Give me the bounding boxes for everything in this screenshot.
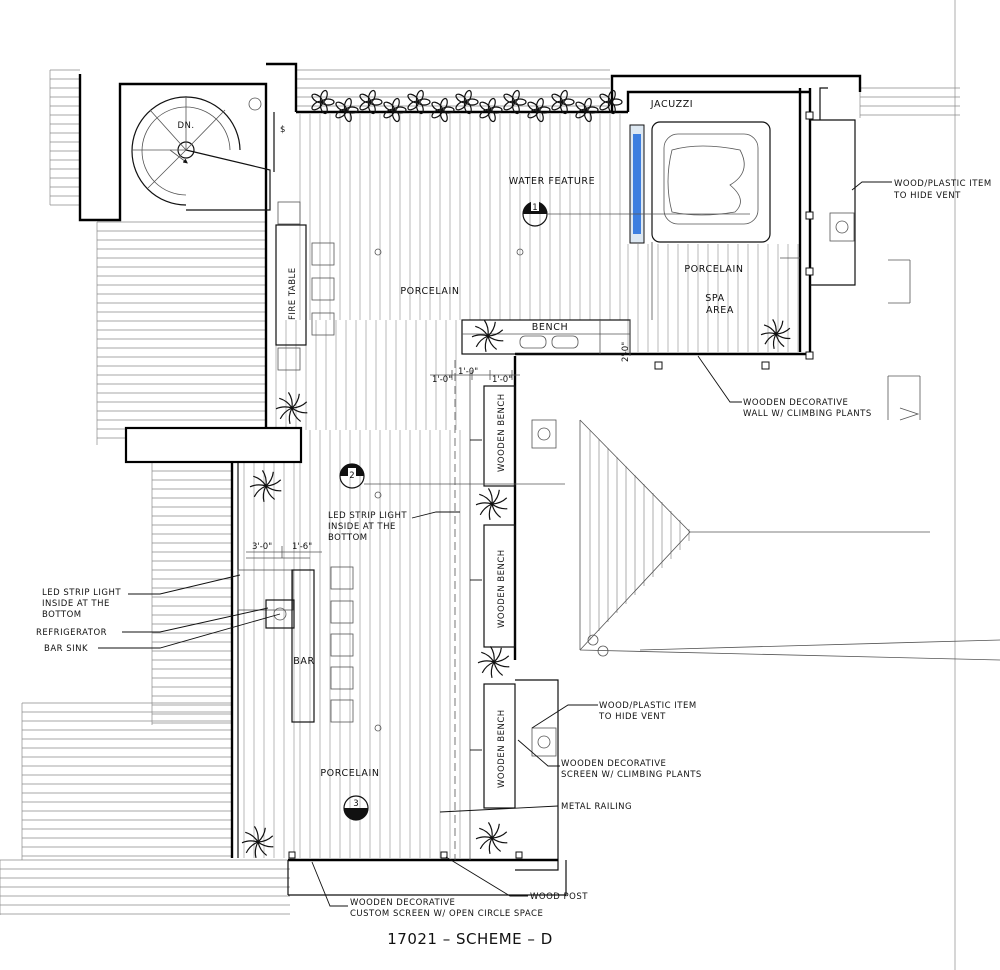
callout-screen-1: WOODEN DECORATIVE bbox=[561, 759, 666, 769]
jacuzzi-label: JACUZZI bbox=[650, 99, 693, 110]
wooden-bench-label-2: WOODEN BENCH bbox=[497, 549, 507, 628]
dollar-mark: $ bbox=[280, 125, 285, 135]
jacuzzi: JACUZZI bbox=[629, 99, 771, 244]
right-benches: WOODEN BENCH WOODEN BENCH WOODEN BENCH bbox=[288, 212, 855, 860]
neighbor-roof bbox=[579, 259, 1000, 661]
wooden-bench-label-3: WOODEN BENCH bbox=[497, 709, 507, 788]
callout-railing: METAL RAILING bbox=[561, 802, 632, 812]
callout-screen-2: SCREEN W/ CLIMBING PLANTS bbox=[561, 770, 702, 780]
section-number-3: 3 bbox=[353, 799, 358, 809]
plant-symbol bbox=[475, 822, 508, 855]
callout-wall-1: WOODEN DECORATIVE bbox=[743, 398, 848, 408]
callout-led-center-2: INSIDE AT THE bbox=[328, 522, 396, 532]
section-number-1: 1 bbox=[532, 203, 537, 213]
callout-wood-post: WOOD POST bbox=[530, 892, 588, 902]
top-bench: BENCH 2'-0" bbox=[461, 319, 631, 362]
callout-vent-mid-1: WOOD/PLASTIC ITEM bbox=[599, 701, 697, 711]
dim-2: 1'-0" bbox=[458, 367, 478, 377]
callout-wall-2: WALL W/ CLIMBING PLANTS bbox=[743, 409, 872, 419]
plant-symbol bbox=[477, 646, 510, 679]
building-walls bbox=[78, 62, 862, 896]
bar-label: BAR bbox=[293, 656, 314, 667]
fire-table-area: FIRE TABLE $ PORCELAIN bbox=[275, 125, 524, 371]
porcelain-lower-label: PORCELAIN bbox=[320, 768, 379, 779]
callout-custom-screen-1: WOODEN DECORATIVE bbox=[350, 898, 455, 908]
plant-symbol bbox=[241, 826, 274, 859]
bar-width-dim: 3'-0" bbox=[252, 542, 272, 552]
plant-symbol bbox=[275, 392, 308, 425]
roof-hatching bbox=[0, 0, 960, 970]
section-mark-1: 1 WATER FEATURE bbox=[509, 176, 750, 227]
section-number-2: 2 bbox=[349, 471, 354, 481]
callout-led-center-1: LED STRIP LIGHT bbox=[328, 511, 407, 521]
deck-boards bbox=[243, 114, 799, 858]
callout-vent-top-1: WOOD/PLASTIC ITEM bbox=[894, 179, 992, 189]
callout-refrigerator: REFRIGERATOR bbox=[36, 628, 107, 638]
water-feature-label: WATER FEATURE bbox=[509, 176, 595, 187]
plant-symbol bbox=[471, 320, 504, 353]
fire-table-label: FIRE TABLE bbox=[288, 267, 298, 320]
porcelain-spa-label: PORCELAIN bbox=[684, 264, 743, 275]
spa-label: SPA bbox=[705, 293, 724, 304]
dim-1: 1'-0" bbox=[432, 375, 452, 385]
bench-depth-dim: 2'-0" bbox=[621, 342, 631, 362]
callout-vent-top-2: TO HIDE VENT bbox=[893, 191, 961, 201]
callout-bar-sink: BAR SINK bbox=[44, 644, 88, 654]
plant-symbol bbox=[475, 488, 508, 521]
callout-led-center-3: BOTTOM bbox=[328, 533, 368, 543]
plant-symbol bbox=[760, 319, 791, 350]
callout-led-left-1: LED STRIP LIGHT bbox=[42, 588, 121, 598]
callout-led-left-2: INSIDE AT THE bbox=[42, 599, 110, 609]
spa-area: PORCELAIN SPA AREA bbox=[651, 111, 814, 370]
callout-led-left-3: BOTTOM bbox=[42, 610, 82, 620]
wooden-bench-label-1: WOODEN BENCH bbox=[497, 393, 507, 472]
area-label: AREA bbox=[706, 305, 734, 316]
section-mark-3: 3 bbox=[343, 795, 369, 821]
callouts: WOOD/PLASTIC ITEM TO HIDE VENT WOODEN DE… bbox=[36, 179, 992, 919]
drawing-title: 17021 – SCHEME – D bbox=[387, 930, 553, 948]
stair-down-label: DN. bbox=[177, 121, 194, 131]
bar-counter-dim: 1'-6" bbox=[292, 542, 312, 552]
porcelain-main-label: PORCELAIN bbox=[400, 286, 459, 297]
spiral-stair: DN. bbox=[131, 96, 262, 206]
dim-3: 1'-0" bbox=[492, 375, 512, 385]
bench-label: BENCH bbox=[532, 322, 568, 333]
section-mark-2: 2 bbox=[339, 463, 565, 499]
callout-custom-screen-2: CUSTOM SCREEN W/ OPEN CIRCLE SPACE bbox=[350, 909, 543, 919]
potted-plants bbox=[241, 319, 791, 859]
callout-vent-mid-2: TO HIDE VENT bbox=[598, 712, 666, 722]
planter-climbing-plants bbox=[311, 89, 623, 123]
bar-area: BAR PORCELAIN bbox=[237, 557, 382, 779]
plant-symbol bbox=[249, 470, 282, 503]
dimension-strings: 1'-0" 1'-0" 1'-0" 3'-0" 1'-6" bbox=[246, 367, 520, 558]
